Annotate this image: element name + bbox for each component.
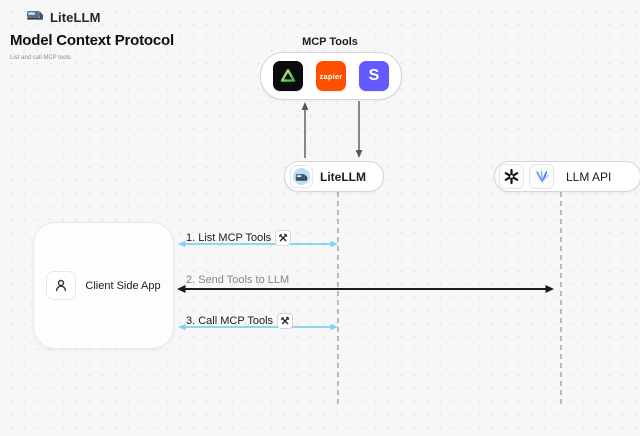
mcp-tools-label: MCP Tools	[302, 36, 358, 48]
stripe-icon: S	[359, 61, 389, 91]
triangle-tool-icon	[273, 61, 303, 91]
message-1-text: 1. List MCP Tools	[186, 232, 272, 244]
llm-provider-icon	[529, 164, 554, 189]
message-list-mcp-tools: 1. List MCP Tools	[186, 230, 292, 246]
openai-icon	[499, 164, 524, 189]
message-2-text: 2. Send Tools to LLM	[186, 274, 290, 286]
brand: LiteLLM	[26, 8, 101, 26]
arrow-send-tools-to-llm	[177, 285, 554, 293]
tools-crossed-icon	[275, 230, 292, 246]
llm-api-node: LLM API	[494, 161, 640, 192]
arrow-mcp-to-litellm	[355, 101, 363, 158]
page-title: Model Context Protocol	[10, 32, 174, 49]
litellm-train-icon	[293, 168, 310, 185]
litellm-node: LiteLLM	[284, 161, 384, 192]
person-icon	[46, 271, 77, 300]
zapier-label: zapier	[319, 71, 343, 81]
page-subtitle: List and call MCP tools	[10, 55, 71, 61]
litellm-logo-chip	[290, 165, 313, 188]
train-icon	[26, 8, 44, 26]
stripe-label: S	[368, 67, 380, 84]
tools-crossed-icon	[277, 313, 294, 329]
zapier-icon: zapier	[316, 61, 346, 91]
message-send-tools-to-llm: 2. Send Tools to LLM	[186, 274, 289, 286]
mcp-tools-group: zapier S	[260, 52, 402, 100]
arrow-litellm-to-mcp	[301, 102, 309, 158]
llm-api-node-label: LLM API	[566, 169, 612, 184]
client-side-app-node: Client Side App	[33, 222, 174, 349]
client-side-app-label: Client Side App	[85, 279, 161, 292]
message-call-mcp-tools: 3. Call MCP Tools	[186, 313, 294, 329]
message-3-text: 3. Call MCP Tools	[186, 315, 274, 327]
brand-name: LiteLLM	[50, 9, 101, 25]
litellm-node-label: LiteLLM	[320, 169, 366, 184]
